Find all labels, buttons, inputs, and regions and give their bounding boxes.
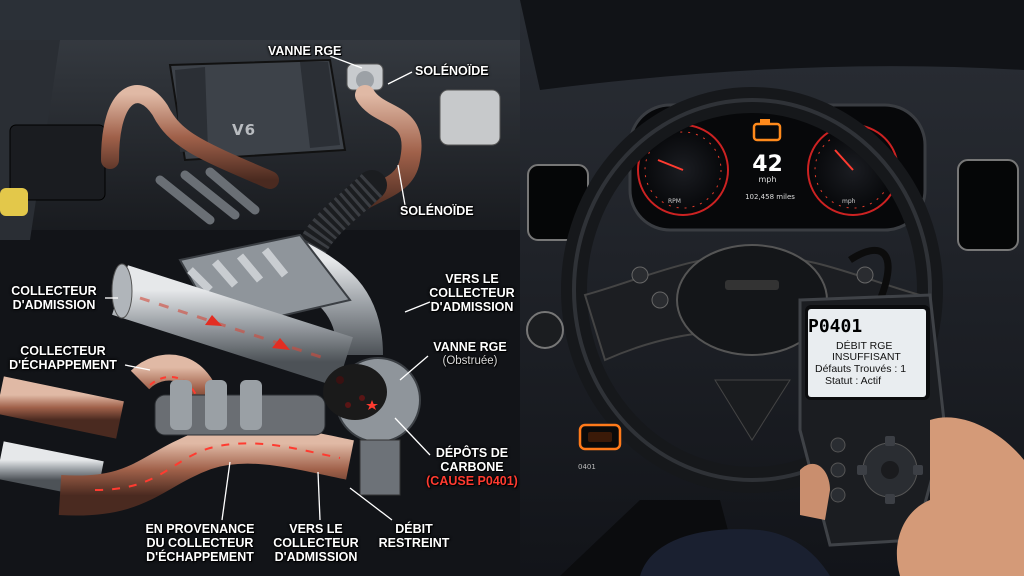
scanner-code: P0401 bbox=[808, 316, 863, 337]
label-solenoid-top: SOLÉNOÏDE bbox=[415, 64, 489, 78]
car-interior bbox=[520, 0, 1024, 576]
right-vent bbox=[957, 159, 1019, 251]
engine-badge-v6: V6 bbox=[232, 121, 257, 139]
check-engine-icon bbox=[752, 119, 782, 142]
steering-wheel bbox=[561, 87, 943, 493]
leader-lines bbox=[105, 55, 431, 521]
exhaust-manifold bbox=[0, 354, 354, 516]
label-egr-valve-top: VANNE RGE bbox=[268, 44, 342, 58]
cluster-speed: 42 bbox=[752, 152, 783, 177]
label-from-exhaust: EN PROVENANCE DU COLLECTEUR D'ÉCHAPPEMEN… bbox=[145, 522, 255, 564]
light-switch bbox=[526, 311, 564, 349]
intake-manifold bbox=[111, 233, 383, 387]
leg bbox=[640, 529, 830, 576]
left-thumb bbox=[800, 463, 830, 520]
coolant-cap bbox=[0, 188, 28, 216]
obd-port bbox=[578, 423, 622, 451]
label-intake-manifold: COLLECTEUR D'ADMISSION bbox=[11, 284, 97, 312]
obd-port-code: 0401 bbox=[578, 463, 596, 471]
cluster-speed-unit: mph bbox=[758, 175, 777, 184]
rpm-dial-label: RPM bbox=[668, 198, 681, 205]
reservoir bbox=[439, 89, 501, 146]
scanner-line-3: Défauts Trouvés : 1 bbox=[815, 363, 907, 375]
label-solenoid-mid: SOLÉNOÏDE bbox=[400, 204, 474, 218]
scanner-line-4: Statut : Actif bbox=[825, 375, 882, 387]
upper-pipe bbox=[101, 85, 279, 189]
scanner-line-1: DÉBIT RGE bbox=[836, 340, 893, 352]
label-egr-valve-clogged: VANNE RGE (Obstruée) bbox=[433, 340, 507, 367]
scanner-line-2: INSUFFISANT bbox=[832, 351, 901, 363]
label-restricted-flow: DÉBIT RESTREINT bbox=[378, 522, 450, 550]
cluster-odometer: 102,458 miles bbox=[745, 193, 795, 201]
egr-valve-clogged bbox=[323, 357, 421, 496]
speed-dial-label: mph bbox=[842, 198, 856, 205]
label-carbon-deposits: DÉPÔTS DE CARBONE (CAUSE P0401) bbox=[426, 446, 518, 488]
scanner-screen bbox=[808, 309, 926, 397]
right-hand bbox=[896, 417, 1024, 576]
label-to-intake-right: VERS LE COLLECTEUR D'ADMISSION bbox=[429, 272, 515, 314]
label-to-intake-bottom: VERS LE COLLECTEUR D'ADMISSION bbox=[273, 522, 359, 564]
label-exhaust-manifold: COLLECTEUR D'ÉCHAPPEMENT bbox=[9, 344, 117, 372]
